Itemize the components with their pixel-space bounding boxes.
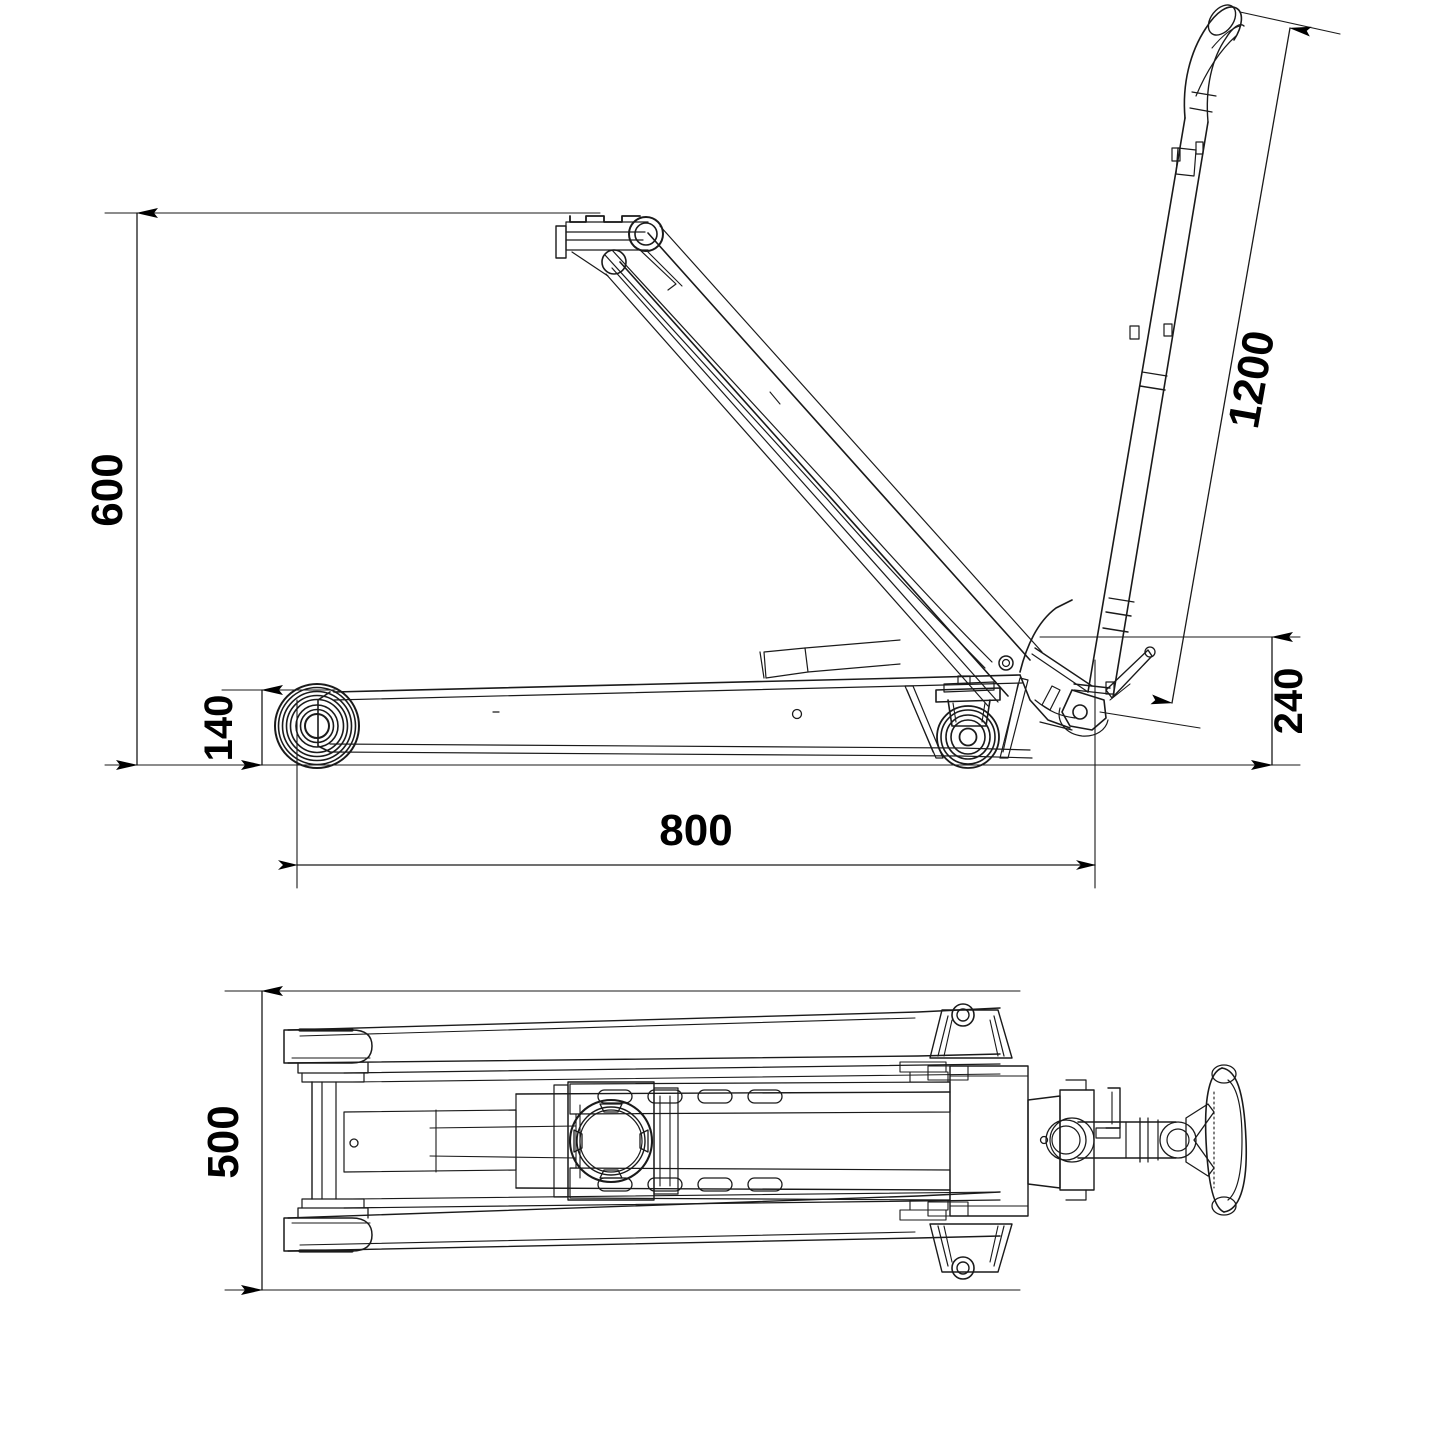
dimension-800-label: 800: [659, 806, 732, 855]
dimension-1200-label: 1200: [1219, 327, 1284, 432]
hydraulic-ram: [759, 639, 901, 679]
dimension-140-label: 140: [197, 695, 241, 762]
dimension-140: 140: [197, 685, 283, 770]
front-wheel: [274, 683, 360, 769]
plan-view: 500: [199, 986, 1248, 1295]
jack-handle: [1031, 4, 1245, 737]
plan-view-extension-lines: [224, 990, 1021, 1291]
dimension-600: 600: [83, 208, 158, 770]
dimension-800: 800: [278, 806, 1096, 870]
dimension-600-label: 600: [83, 453, 132, 526]
dimension-500: 500: [199, 986, 283, 1295]
plan-front-wheels: [283, 1028, 373, 1253]
dimension-240: 240: [1251, 632, 1311, 770]
plan-inner-frame: [311, 1063, 1001, 1209]
dimension-1200: 1200: [1150, 26, 1312, 705]
plan-chassis-rails: [287, 1007, 1001, 1252]
plan-lift-arm: [429, 1081, 951, 1201]
plan-rear-body: [899, 1003, 1029, 1280]
side-view-extension-lines: [104, 11, 1341, 889]
plan-pump-ring: [553, 1081, 679, 1201]
rear-caster: [904, 675, 1029, 769]
dimension-500-label: 500: [199, 1105, 248, 1178]
lift-saddle: [555, 215, 683, 291]
jack-chassis-side: [317, 674, 1033, 759]
lift-arm: [604, 225, 1043, 707]
side-view: 600 140 240 800 1200: [83, 4, 1341, 889]
plan-handle-assembly: [1027, 1064, 1248, 1216]
hydraulic-body: [998, 599, 1076, 729]
dimension-240-label: 240: [1267, 668, 1311, 735]
